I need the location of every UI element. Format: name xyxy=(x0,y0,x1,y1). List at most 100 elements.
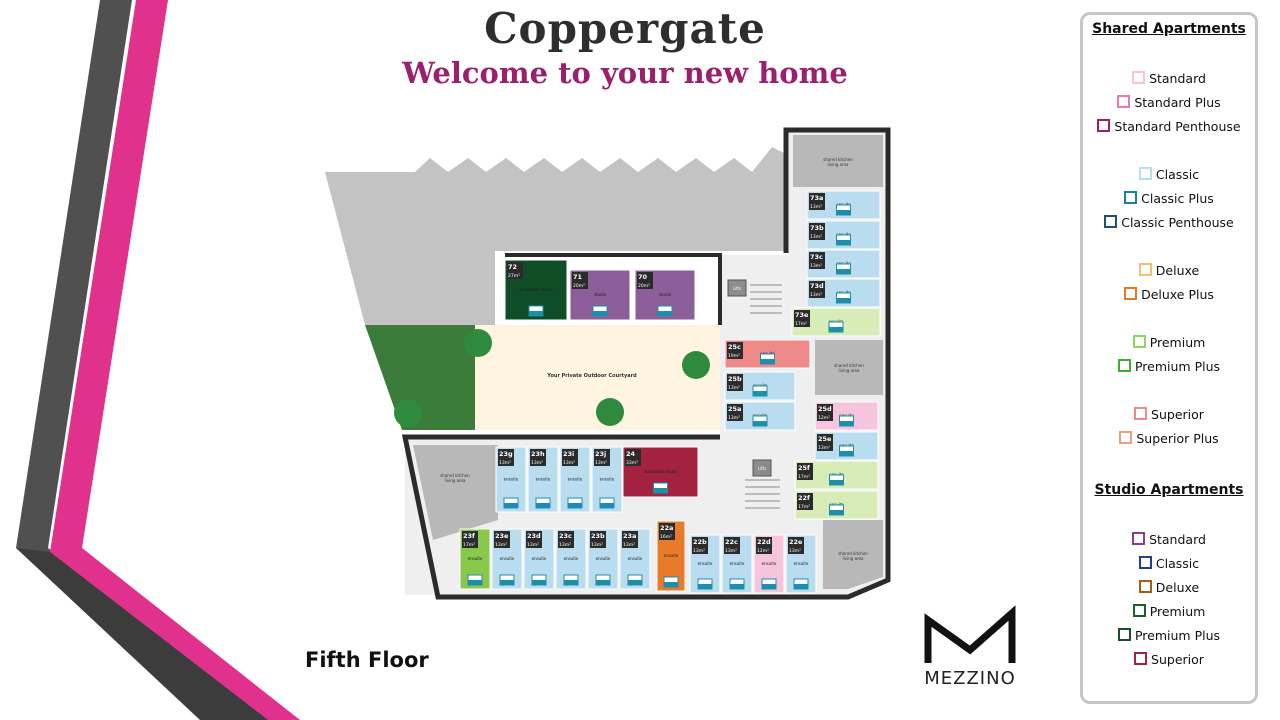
room-type: ensuite xyxy=(568,477,583,482)
room-number: 73a xyxy=(810,194,823,202)
room-type: studio xyxy=(659,292,672,297)
kitchen-label: shared kitchen xyxy=(834,363,864,368)
bed-cover xyxy=(839,421,854,426)
room-size: 12m² xyxy=(818,415,830,421)
room-type: studio xyxy=(594,292,607,297)
shared-legend-label: Superior xyxy=(1151,407,1204,422)
studio-legend-label: Premium xyxy=(1149,604,1206,619)
room-type: ensuite xyxy=(532,556,547,561)
room-number: 25f xyxy=(798,464,810,472)
room-number: 23i xyxy=(563,450,574,458)
room-tag xyxy=(727,374,743,391)
brand-name: MEZZINO xyxy=(924,668,1016,689)
shared-legend-item: Classic Plus xyxy=(1083,191,1255,206)
shared-legend-label: Classic Plus xyxy=(1141,191,1214,206)
shared-legend-item: Standard Penthouse xyxy=(1083,119,1255,134)
swatch-icon xyxy=(1104,215,1118,228)
swatch-icon xyxy=(1138,580,1152,593)
swatch-icon xyxy=(1132,335,1146,348)
room-tag xyxy=(637,272,653,289)
roof-area xyxy=(325,147,788,325)
bed-cover xyxy=(596,580,610,585)
studio-legend-item: Premium Plus xyxy=(1083,628,1255,643)
shared-legend-label: Standard xyxy=(1149,71,1206,86)
studio-legend-label: Standard xyxy=(1149,532,1206,547)
room-size: 13m² xyxy=(563,460,575,466)
floor-label: Fifth Floor xyxy=(305,648,429,672)
room-tag xyxy=(462,531,478,548)
room-size: 13m² xyxy=(810,234,822,240)
room-type: ensuite xyxy=(628,556,643,561)
studio-legend-item: Standard xyxy=(1083,532,1255,547)
room-number: 23f xyxy=(463,532,475,540)
room-size: 17m² xyxy=(798,474,810,480)
kitchen-label: living area xyxy=(445,478,467,483)
room-size: 20m² xyxy=(573,283,585,289)
swatch-icon xyxy=(1134,652,1148,665)
bed-cover xyxy=(829,510,844,515)
room-tag xyxy=(809,223,825,240)
room-size: 13m² xyxy=(527,542,539,548)
shared-kitchen xyxy=(413,445,498,540)
room-number: 22f xyxy=(798,494,810,502)
studio-legend-item: Classic xyxy=(1083,556,1255,571)
swatch-icon xyxy=(1124,191,1138,204)
bed-cover xyxy=(536,503,550,508)
decorative-ribbons xyxy=(16,0,300,720)
room-tag xyxy=(562,449,578,466)
room-tag xyxy=(526,531,542,548)
room-size: 19m² xyxy=(728,353,740,359)
room-tag xyxy=(809,252,825,269)
room-size: 13m² xyxy=(725,548,737,554)
mezzino-logo xyxy=(924,605,1016,663)
kitchen-label: living area xyxy=(843,556,865,561)
shared-legend-item: Deluxe Plus xyxy=(1083,287,1255,302)
room-tag xyxy=(692,537,708,554)
bed-cover xyxy=(593,311,607,316)
room-tag xyxy=(507,262,523,279)
dark-ribbon-shadow xyxy=(16,548,268,720)
room-73c: 73c13m²ensuite xyxy=(806,249,881,279)
tree-icon xyxy=(464,329,492,357)
room-type: ensuite xyxy=(600,477,615,482)
shared-legend-label: Classic Penthouse xyxy=(1121,215,1234,230)
swatch-icon xyxy=(1117,359,1131,372)
room-tag xyxy=(625,449,641,466)
room-type: ensuite xyxy=(762,561,777,566)
swatch-icon xyxy=(1132,71,1146,84)
studio-legend-item: Deluxe xyxy=(1083,580,1255,595)
shared-kitchen xyxy=(815,340,883,395)
room-type: accessible studio xyxy=(643,469,678,474)
room-number: 22b xyxy=(693,538,707,546)
shared-kitchen xyxy=(823,520,883,589)
bed-cover xyxy=(753,391,767,396)
room-number: 25a xyxy=(728,405,741,413)
studio-legend-label: Deluxe xyxy=(1155,580,1200,595)
room-number: 25e xyxy=(818,435,832,443)
shared-legend-label: Standard Penthouse xyxy=(1114,119,1241,134)
room-number: 22d xyxy=(757,538,771,546)
shared-legend-item: Premium Plus xyxy=(1083,359,1255,374)
room-tag xyxy=(794,310,810,327)
shared-legend-item: Classic Penthouse xyxy=(1083,215,1255,230)
room-size: 13m² xyxy=(531,460,543,466)
kitchen-label: living area xyxy=(839,368,861,373)
room-tag xyxy=(817,434,833,451)
room-25c: 25c19m²ensuite xyxy=(724,339,811,369)
studio-heading: Studio Apartments xyxy=(1094,482,1244,498)
studio-legend-label: Classic xyxy=(1155,556,1200,571)
tree-icon xyxy=(596,398,624,426)
room-number: 25b xyxy=(728,375,742,383)
room-tag xyxy=(622,531,638,548)
room-73b: 73b13m²ensuite xyxy=(806,220,881,250)
room-tag xyxy=(809,193,825,210)
shared-legend-label: Classic xyxy=(1155,167,1200,182)
room-size: 13m² xyxy=(789,548,801,554)
room-size: 17m² xyxy=(798,504,810,510)
